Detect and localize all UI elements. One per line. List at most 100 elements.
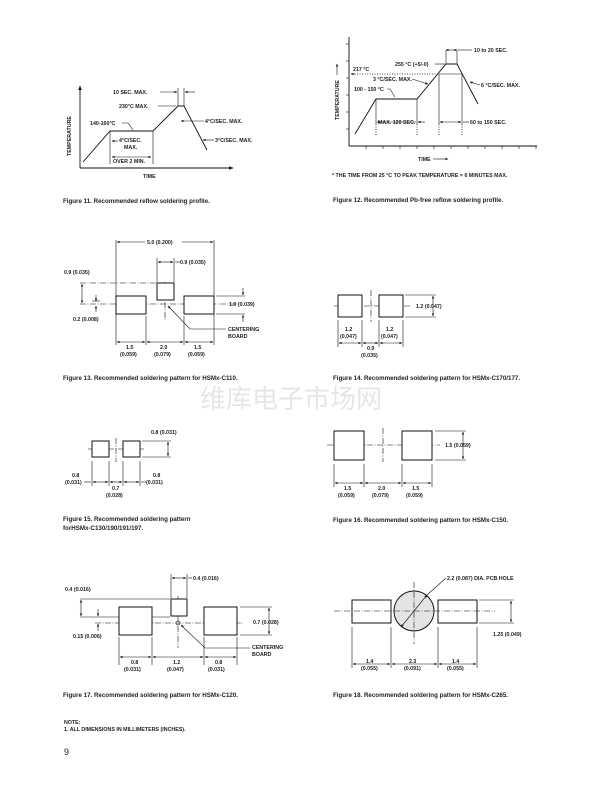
dim-right-pad-in: (0.059) xyxy=(406,493,423,499)
dim-right-pad-in: (0.059) xyxy=(188,352,205,358)
label-255c: 255 °C (+5/-0) xyxy=(395,62,429,68)
dim-gap-in: (0.028) xyxy=(106,493,123,499)
figure-11-reflow-profile: 10 SEC. MAX. 230°C MAX. 140-160°C 4°C/SE… xyxy=(63,85,253,205)
figure-caption: Figure 12. Recommended Pb-free reflow so… xyxy=(333,197,503,204)
dim-small-offset: 0.15 (0.006) xyxy=(73,634,102,640)
dim-left-pad: 0.8 xyxy=(131,660,138,666)
figure-14-pattern-c170-177: 1.2 (0.047) 1.2 (0.047) 1.2 (0.047) 0.9 … xyxy=(333,290,520,382)
x-axis-label: TIME xyxy=(418,157,431,163)
dim-gap: 2.0 xyxy=(160,345,167,351)
centering-hole xyxy=(175,620,181,626)
dim-pad-height: 1.2 (0.047) xyxy=(416,304,442,310)
dim-offset: 0.4 (0.016) xyxy=(65,587,91,593)
dim-gap-in: (0.079) xyxy=(154,352,171,358)
solder-pad-right xyxy=(183,295,215,315)
x-axis-label: TIME xyxy=(143,174,156,180)
dim-pad-height: 1.5 (0.059) xyxy=(445,443,471,449)
label-ramp-up-rate: 4°C/SEC. MAX. xyxy=(205,119,243,125)
dim-left-pad: 1.2 xyxy=(345,327,352,333)
label-10-sec-max: 10 SEC. MAX. xyxy=(113,90,148,96)
label-max-120-sec: MAX. 120 SEC. xyxy=(378,120,416,126)
dim-offset: 0.9 (0.035) xyxy=(64,270,90,276)
dim-right-pad: 1.5 xyxy=(412,486,419,492)
label-230c-max: 230°C MAX. xyxy=(119,104,149,110)
note-item: 1. ALL DIMENSIONS IN MILLIMETERS (INCHES… xyxy=(64,727,186,733)
dim-pad-height: 1.25 (0.049) xyxy=(493,632,522,638)
dim-gap-in: (0.047) xyxy=(167,667,184,673)
solder-pad-right xyxy=(203,606,238,636)
solder-pad-left xyxy=(333,430,365,461)
dim-right-pad: 1.5 xyxy=(194,345,201,351)
figure-16-pattern-c150: 1.5 (0.059) 1.5 (0.059) 2.0 (0.079) 1.5 … xyxy=(327,428,508,524)
dim-left-pad: 0.8 xyxy=(72,473,79,479)
solder-pad-left xyxy=(337,294,363,318)
figure-caption: Figure 13. Recommended soldering pattern… xyxy=(63,375,238,382)
dim-left-pad-in: (0.059) xyxy=(338,493,355,499)
dim-gap: 1.2 xyxy=(173,660,180,666)
dim-left-pad-in: (0.055) xyxy=(361,666,378,672)
solder-pad-right xyxy=(378,294,404,318)
figure-caption: Figure 18. Recommended soldering pattern… xyxy=(333,692,508,699)
figure-caption: Figure 15. Recommended soldering pattern xyxy=(63,516,191,523)
solder-pad-center xyxy=(156,282,175,301)
solder-pad-left xyxy=(351,599,392,624)
dim-left-pad-in: (0.031) xyxy=(124,667,141,673)
label-100-150c: 100 - 150 °C xyxy=(354,87,384,93)
label-10-to-20-sec: 10 to 20 SEC. xyxy=(474,48,508,54)
figure-caption: Figure 14. Recommended soldering pattern… xyxy=(333,375,520,382)
dim-gap-in: (0.091) xyxy=(404,666,421,672)
label-140-160c: 140-160°C xyxy=(90,121,116,127)
dim-gap-in: (0.079) xyxy=(372,493,389,499)
dim-right-pad: 1.4 xyxy=(452,659,459,665)
dim-pad-height: 0.8 (0.031) xyxy=(151,430,177,436)
dim-left-pad: 1.5 xyxy=(344,486,351,492)
dim-gap-in: (0.035) xyxy=(361,353,378,359)
dim-right-pad: 0.8 xyxy=(153,473,160,479)
label-centering: CENTERING xyxy=(252,645,283,651)
figure-caption: Figure 16. Recommended soldering pattern… xyxy=(333,517,508,524)
figure-caption-line2: forHSMx-C130/190/191/197. xyxy=(63,525,143,532)
solder-pad-left xyxy=(91,440,110,458)
label-3c-sec-max: 3 °C/SEC. MAX. xyxy=(373,77,412,83)
dim-right-pad-in: (0.031) xyxy=(146,480,163,486)
dim-left-pad-in: (0.031) xyxy=(65,480,82,486)
dim-pad-height: 1.0 (0.039) xyxy=(229,302,255,308)
label-217c: 217 °C xyxy=(353,67,369,73)
dim-right-pad-in: (0.047) xyxy=(381,334,398,340)
y-axis-label: TEMPERATURE xyxy=(67,116,73,156)
figure-15-pattern-c130: 0.8 (0.031) 0.8 (0.031) 0.7 (0.028) 0.8 … xyxy=(63,430,191,532)
figure-17-pattern-c120: 0.4 (0.016) 0.4 (0.016) 0.15 (0.006) 0.7… xyxy=(63,574,283,699)
figure-12-pb-free-profile: 10 to 20 SEC. 255 °C (+5/-0) 217 °C 3 °C… xyxy=(332,37,537,204)
solder-pad-right xyxy=(437,599,478,624)
dim-left-pad: 1.5 xyxy=(126,345,133,351)
y-axis-label: TEMPERATURE xyxy=(335,80,341,120)
page-number: 9 xyxy=(64,747,69,757)
solder-pad-right xyxy=(122,440,141,458)
solder-pad-right xyxy=(401,430,433,461)
label-6c-sec-max: 6 °C/SEC. MAX. xyxy=(481,83,520,89)
label-board: BOARD xyxy=(228,334,248,340)
footnote: * THE TIME FROM 25 °C TO PEAK TEMPERATUR… xyxy=(332,173,508,179)
dim-left-pad: 1.4 xyxy=(366,659,373,665)
label-preheat-rate-max: MAX. xyxy=(124,145,138,151)
dim-right-pad-in: (0.055) xyxy=(447,666,464,672)
dim-pad-height: 0.7 (0.028) xyxy=(253,620,279,626)
figure-caption: Figure 17. Recommended soldering pattern… xyxy=(63,692,238,699)
dim-gap: 2.0 xyxy=(378,486,385,492)
label-preheat-rate: 4°C/SEC. xyxy=(119,138,142,144)
dim-center-width: 0.9 (0.035) xyxy=(180,260,206,266)
solder-pad-left xyxy=(118,606,153,636)
solder-pad-left xyxy=(115,295,147,315)
note-title: NOTE: xyxy=(64,720,81,726)
dim-gap: 0.7 xyxy=(112,486,119,492)
dim-hole-diameter: 2.2 (0.087) DIA. PCB HOLE xyxy=(447,576,514,582)
solder-pad-center xyxy=(170,598,188,617)
dim-center-width: 0.4 (0.016) xyxy=(193,576,219,582)
dim-gap: 2.3 xyxy=(409,659,416,665)
figure-caption: Figure 11. Recommended reflow soldering … xyxy=(63,198,210,205)
dim-left-pad-in: (0.059) xyxy=(120,352,137,358)
dim-right-pad: 0.8 xyxy=(215,660,222,666)
figure-18-pattern-c265: 2.2 (0.087) DIA. PCB HOLE 1.25 (0.049) 1… xyxy=(333,576,522,699)
dim-right-pad-in: (0.031) xyxy=(208,667,225,673)
